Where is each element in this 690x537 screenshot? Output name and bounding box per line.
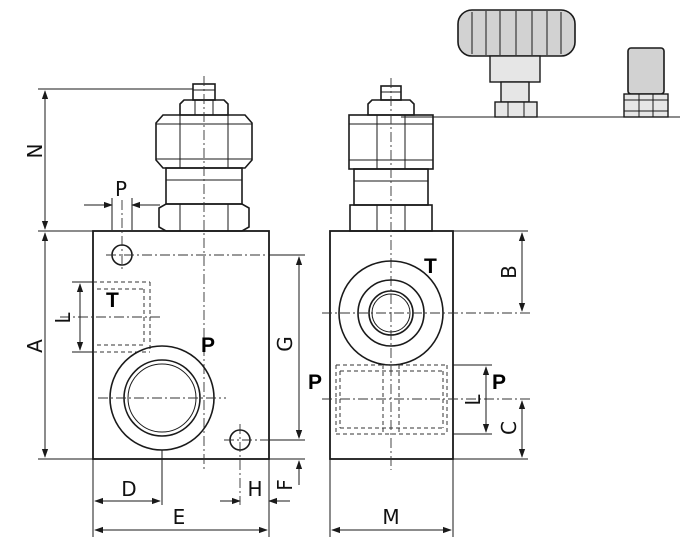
dim-label-c: C <box>497 421 521 435</box>
front-mounting-hole-bottom <box>224 424 302 505</box>
front-lower-hex <box>158 203 250 232</box>
knob-nut <box>494 101 538 118</box>
dim-label-e: E <box>173 505 186 529</box>
dim-label-p: P <box>115 177 127 201</box>
front-view: T P <box>60 76 302 505</box>
dim-label-a: A <box>23 339 47 353</box>
front-tank-port <box>60 281 160 353</box>
dim-label-h: H <box>247 477 262 501</box>
front-pressure-port-label: P <box>201 334 215 357</box>
front-hex-nut <box>155 114 253 169</box>
front-tank-port-label: T <box>106 289 119 312</box>
front-mounting-hole-top <box>106 200 300 271</box>
dim-label-m: M <box>382 505 399 529</box>
dim-label-f: F <box>273 479 297 491</box>
dim-label-l-front: L <box>51 312 75 324</box>
knob-collar <box>500 81 530 103</box>
dim-label-l-side: L <box>461 394 485 406</box>
side-pressure-right-label: P <box>492 371 506 394</box>
side-tank-port <box>322 260 530 366</box>
side-dimensions: B C L M <box>329 116 680 537</box>
dim-label-d: D <box>121 477 136 501</box>
knob-stem <box>489 55 541 83</box>
cap-adjuster-option <box>623 47 669 118</box>
front-dimensions: N A L P G F D H <box>23 88 305 537</box>
side-view: T P P <box>308 78 530 470</box>
dim-label-n: N <box>23 144 47 159</box>
cap-nut <box>623 93 669 118</box>
dim-label-g: G <box>273 336 297 352</box>
side-pressure-passage <box>322 364 530 435</box>
side-tank-port-label: T <box>424 255 437 278</box>
cap-body <box>627 47 665 95</box>
dim-label-b: B <box>497 265 521 279</box>
side-pressure-left-label: P <box>308 371 322 394</box>
knob-adjuster-option <box>457 9 576 118</box>
